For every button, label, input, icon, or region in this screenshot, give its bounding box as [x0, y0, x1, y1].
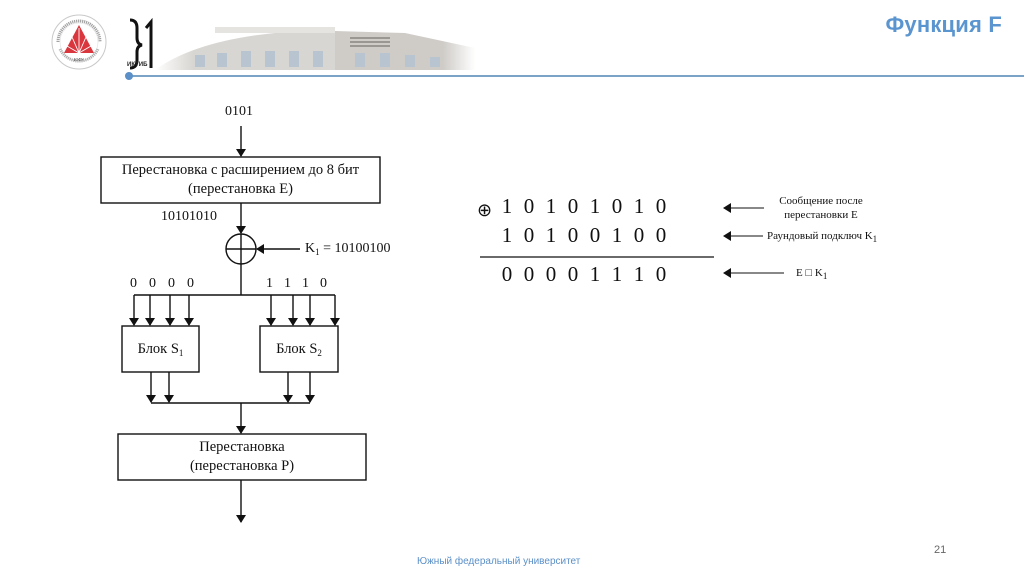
- bit: 1: [589, 262, 601, 286]
- s2-bit: 1: [302, 276, 309, 291]
- round-key-label: K1 = 10100100: [305, 241, 391, 257]
- note-row2: Раундовый подключ K1: [767, 229, 877, 246]
- expansion-box-line2: (перестановка E): [188, 181, 293, 197]
- bit: 1: [611, 262, 623, 286]
- s2-bit: 0: [320, 276, 327, 291]
- p-box-text: Перестановка (перестановка P): [118, 438, 366, 476]
- bit: 0: [655, 194, 667, 218]
- s2-label-sub: 2: [317, 348, 322, 358]
- s1-label-text: Блок S: [137, 341, 179, 357]
- university-logo: ЮФУ: [51, 14, 107, 70]
- expanded-bits-label: 10101010: [161, 209, 217, 224]
- footer-university: Южный федеральный университет: [417, 556, 581, 567]
- bit: 0: [567, 262, 579, 286]
- s1-box: [121, 325, 200, 373]
- note-row1: Сообщение после перестановки E: [766, 194, 876, 222]
- s2-bit: 1: [284, 276, 291, 291]
- bit: 1: [545, 194, 557, 218]
- note-row1-line2: перестановки E: [784, 209, 858, 221]
- note-row1-line1: Сообщение после: [779, 195, 863, 207]
- s2-box: [259, 325, 339, 373]
- note-result-text: E □ K: [796, 267, 823, 279]
- bit: 0: [501, 262, 513, 286]
- note-result: E □ K1: [796, 266, 827, 283]
- xor-operator: ⊕: [477, 200, 493, 220]
- header-divider: [129, 75, 1024, 77]
- s1-bit: 0: [187, 276, 194, 291]
- bit: 1: [589, 194, 601, 218]
- bit: 0: [523, 262, 535, 286]
- bit: 0: [633, 223, 645, 247]
- building-photo: [155, 23, 475, 70]
- bit: 0: [655, 223, 667, 247]
- bit: 0: [611, 194, 623, 218]
- header-divider-dot: [125, 72, 133, 80]
- p-box-line1: Перестановка: [199, 439, 285, 455]
- bit: 1: [633, 194, 645, 218]
- iktib-label: ИКТИБ: [127, 62, 148, 68]
- bit: 0: [589, 223, 601, 247]
- note-result-sub: 1: [822, 271, 828, 281]
- s1-label-sub: 1: [178, 348, 184, 358]
- p-box-line2: (перестановка P): [189, 458, 295, 474]
- s2-block-label: Блок S2: [260, 340, 338, 363]
- slide-title: Функция F: [885, 12, 1002, 37]
- bit: 0: [523, 194, 535, 218]
- s2-label-text: Блок S: [276, 341, 318, 357]
- page-number: 21: [934, 544, 947, 556]
- key-subscript: 1: [315, 247, 320, 257]
- bit: 0: [523, 223, 535, 247]
- bit: 0: [567, 223, 579, 247]
- s1-bit: 0: [149, 276, 156, 291]
- expansion-box-text: Перестановка с расширением до 8 бит (пер…: [101, 161, 380, 199]
- key-letter: K: [305, 241, 316, 256]
- key-value: = 10100100: [319, 241, 391, 256]
- s2-bit: 1: [266, 276, 273, 291]
- s1-bit: 0: [130, 276, 137, 291]
- input-bits-label: 0101: [225, 104, 253, 119]
- bit: 1: [501, 194, 513, 218]
- s1-block-label: Блок S1: [122, 340, 199, 363]
- bit: 1: [545, 223, 557, 247]
- note-row2-sub: 1: [872, 234, 878, 244]
- bit: 0: [567, 194, 579, 218]
- bit: 0: [655, 262, 667, 286]
- p-box: [117, 433, 367, 481]
- note-row2-text: Раундовый подключ K: [767, 230, 873, 242]
- svg-text:ЮФУ: ЮФУ: [74, 57, 84, 62]
- bit: 1: [501, 223, 513, 247]
- s1-bit: 0: [168, 276, 175, 291]
- expansion-box-line1: Перестановка с расширением до 8 бит: [121, 162, 360, 178]
- bit: 1: [611, 223, 623, 247]
- iktib-logo: [129, 18, 153, 70]
- bit: 1: [633, 262, 645, 286]
- bit: 0: [545, 262, 557, 286]
